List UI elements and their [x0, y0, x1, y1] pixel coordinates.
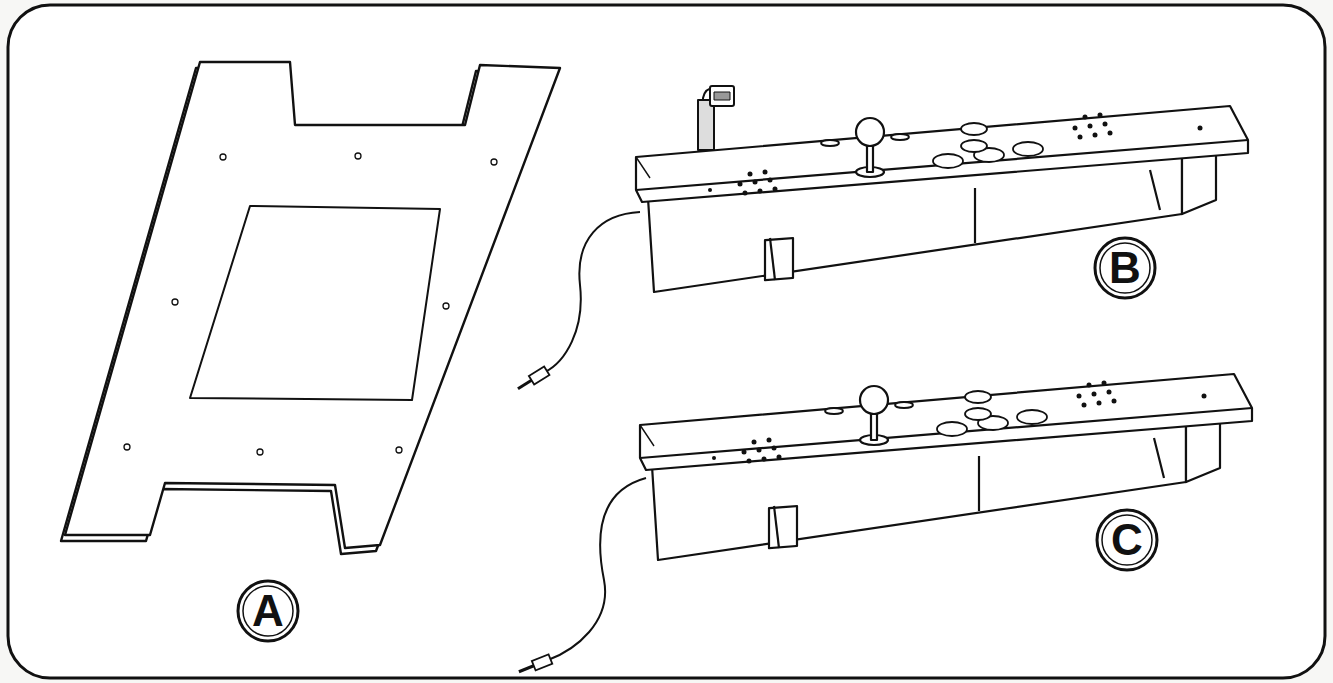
callout-letter: A [252, 589, 284, 633]
callout-letter: C [1111, 518, 1143, 562]
callout-letter: B [1109, 246, 1141, 290]
